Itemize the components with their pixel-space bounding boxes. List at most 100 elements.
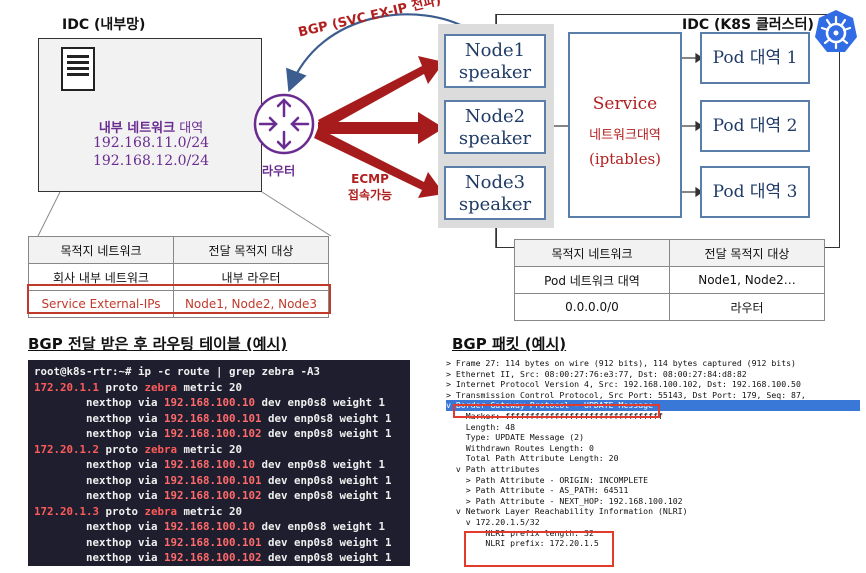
nexthop-via: nexthop via <box>34 520 165 533</box>
nexthop-via: nexthop via <box>34 411 165 425</box>
cell: Pod 네트워크 대역 <box>514 266 670 294</box>
nexthop-dev: dev enp0s8 weight 1 <box>261 427 392 440</box>
nexthop-ip: 192.168.100.10 <box>164 396 256 409</box>
router-table: 목적지 네트워크 전달 목적지 대상 회사 내부 네트워크 내부 라우터 Ser… <box>28 236 329 318</box>
terminal-prompt-line: root@k8s-rtr:~# ip -c route | grep zebra… <box>34 365 321 378</box>
nexthop-line: nexthop via 192.168.100.101 dev enp0s8 w… <box>34 535 404 551</box>
node-role: speaker <box>458 62 532 83</box>
route-zebra: zebra <box>144 380 178 394</box>
route-zebra: zebra <box>144 504 178 518</box>
highlight-nlri-box <box>464 531 614 567</box>
cidr-2: 192.168.12.0/24 <box>92 153 210 169</box>
table-row: 0.0.0.0/0 라우터 <box>514 293 825 321</box>
route-line: 172.20.1.2 proto zebra metric 20 <box>34 442 404 458</box>
cell: Node1, Node2… <box>669 266 825 294</box>
cell: 0.0.0.0/0 <box>514 293 670 321</box>
nexthop-line: nexthop via 192.168.100.10 dev enp0s8 we… <box>34 519 404 535</box>
cell: 회사 내부 네트워크 <box>28 263 174 291</box>
packet-line[interactable]: Marker: ffffffffffffffffffffffffffffffff <box>446 410 663 421</box>
ecmp-line2: 접속가능 <box>347 188 393 202</box>
nexthop-ip: 192.168.100.101 <box>164 411 262 425</box>
nexthop-ip: 192.168.100.102 <box>164 551 262 564</box>
cidr-1: 192.168.11.0/24 <box>92 135 210 151</box>
routing-table-title: BGP 전달 받은 후 라우팅 테이블 (예시) <box>28 335 288 353</box>
packet-line[interactable]: > Path Attribute - NEXT_HOP: 192.168.100… <box>446 495 683 506</box>
internal-label-bold: 내부 네트워크 <box>98 121 176 136</box>
nexthop-via: nexthop via <box>34 489 165 502</box>
nexthop-line: nexthop via 192.168.100.10 dev enp0s8 we… <box>34 395 404 411</box>
nexthop-ip: 192.168.100.101 <box>164 535 262 549</box>
col-header-dest: 목적지 네트워크 <box>514 239 670 267</box>
route-prefix: 172.20.1.3 <box>34 504 100 518</box>
nexthop-dev: dev enp0s8 weight 1 <box>255 520 386 533</box>
highlight-row-box <box>27 284 331 314</box>
route-metric: metric 20 <box>177 504 243 518</box>
nexthop-dev: dev enp0s8 weight 1 <box>261 411 392 425</box>
nexthop-line: nexthop via 192.168.100.102 dev enp0s8 w… <box>34 488 404 504</box>
node-name: Node1 <box>464 40 526 61</box>
nexthop-dev: dev enp0s8 weight 1 <box>261 535 392 549</box>
arrow-to-node2 <box>318 112 444 144</box>
packet-line[interactable]: > Internet Protocol Version 4, Src: 192.… <box>446 379 801 390</box>
service-title: Service <box>592 94 658 114</box>
nexthop-via: nexthop via <box>34 473 165 487</box>
nexthop-ip: 192.168.100.101 <box>164 473 262 487</box>
nexthop-ip: 192.168.100.102 <box>164 427 262 440</box>
service-subtitle: 네트워크대역 <box>589 128 661 143</box>
route-proto: proto <box>99 442 145 456</box>
table-row: Pod 네트워크 대역 Node1, Node2… <box>514 266 825 294</box>
col-header-target: 전달 목적지 대상 <box>669 239 825 267</box>
packet-line[interactable]: > Frame 27: 114 bytes on wire (912 bits)… <box>446 358 796 368</box>
packet-line[interactable]: v Network Layer Reachability Information… <box>446 506 688 517</box>
ecmp-line1: ECMP <box>351 172 389 186</box>
route-zebra: zebra <box>144 442 178 456</box>
route-proto: proto <box>99 504 145 518</box>
service-box: Service 네트워크대역 (iptables) <box>568 32 682 218</box>
packet-line[interactable]: > Path Attribute - ORIGIN: INCOMPLETE <box>446 474 649 485</box>
node-name: Node2 <box>464 106 526 127</box>
nexthop-ip: 192.168.100.10 <box>164 458 256 471</box>
nexthop-ip: 192.168.100.10 <box>164 520 256 533</box>
idc-left-title: IDC (내부망) <box>62 17 146 33</box>
nexthop-line: nexthop via 192.168.100.102 dev enp0s8 w… <box>34 550 404 566</box>
node2-speaker: Node2 speaker <box>444 100 546 154</box>
packet-line[interactable]: NLRI prefix: 172.20.1.5 <box>446 538 599 549</box>
internal-network-label: 내부 네트워크 대역 <box>39 117 263 136</box>
packet-line[interactable]: > Path Attribute - AS_PATH: 64511 <box>446 485 629 496</box>
nexthop-via: nexthop via <box>34 535 165 549</box>
highlight-bgp-header-box <box>453 404 660 418</box>
nexthop-dev: dev enp0s8 weight 1 <box>261 551 392 564</box>
packet-line[interactable]: v 172.20.1.5/32 <box>446 516 540 527</box>
ecmp-label: ECMP 접속가능 <box>335 172 405 203</box>
idc-right-title: IDC (K8S 클러스터) <box>682 17 814 33</box>
packet-line[interactable]: Withdrawn Routes Length: 0 <box>446 442 594 453</box>
nexthop-dev: dev enp0s8 weight 1 <box>261 489 392 502</box>
nexthop-via: nexthop via <box>34 396 165 409</box>
route-proto: proto <box>99 380 145 394</box>
terminal-output: root@k8s-rtr:~# ip -c route | grep zebra… <box>28 360 410 566</box>
nexthop-line: nexthop via 192.168.100.101 dev enp0s8 w… <box>34 473 404 489</box>
bgp-packet-title: BGP 패킷 (예시) <box>452 335 567 353</box>
pod-range-1: Pod 대역 1 <box>700 32 810 84</box>
service-mode: (iptables) <box>588 150 662 168</box>
route-line: 172.20.1.3 proto zebra metric 20 <box>34 504 404 520</box>
nexthop-via: nexthop via <box>34 551 165 564</box>
ecmp-arrows <box>314 56 444 198</box>
node3-speaker: Node3 speaker <box>444 166 546 220</box>
bgp-arrow <box>286 13 471 93</box>
packet-line[interactable]: Total Path Attribute Length: 20 <box>446 453 619 464</box>
internal-label-rest: 대역 <box>175 121 204 136</box>
pod-range-3: Pod 대역 3 <box>700 166 810 218</box>
arrow-to-node3 <box>314 128 444 198</box>
packet-line[interactable]: v Path attributes <box>446 463 540 474</box>
route-prefix: 172.20.1.2 <box>34 442 100 456</box>
packet-line[interactable]: > Transmission Control Protocol, Src Por… <box>446 389 806 400</box>
nexthop-dev: dev enp0s8 weight 1 <box>255 396 386 409</box>
packet-line[interactable]: Type: UPDATE Message (2) <box>446 432 585 443</box>
cell: 라우터 <box>669 293 825 321</box>
router-label: 라우터 <box>262 164 296 178</box>
packet-line[interactable]: > Ethernet II, Src: 08:00:27:76:e3:77, D… <box>446 368 747 379</box>
packet-line[interactable]: Length: 48 <box>446 421 516 432</box>
nexthop-line: nexthop via 192.168.100.10 dev enp0s8 we… <box>34 457 404 473</box>
